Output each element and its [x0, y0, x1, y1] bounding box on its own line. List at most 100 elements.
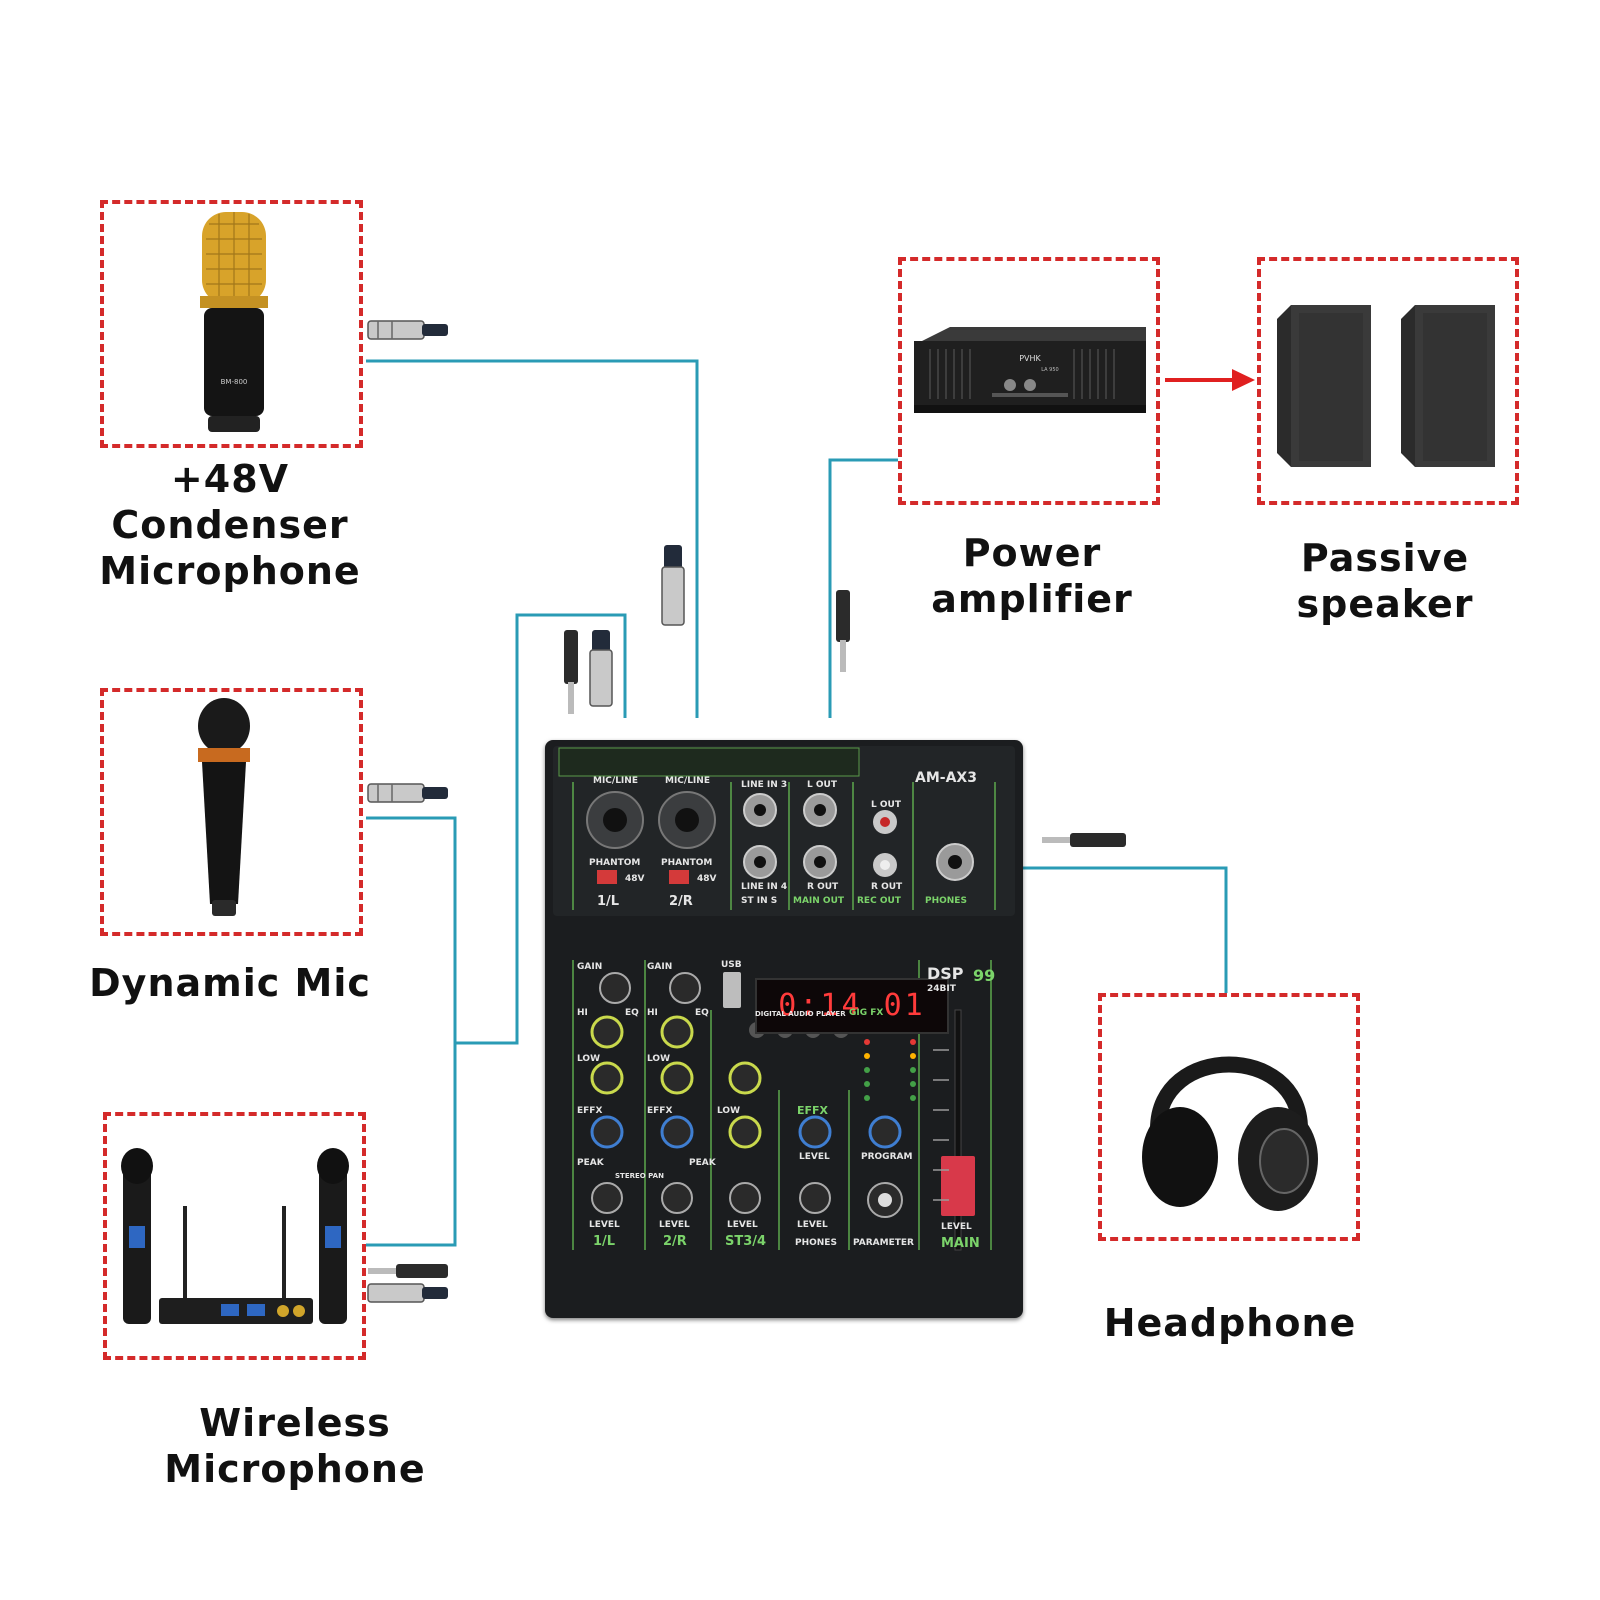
condenser-mic-label-3: Microphone	[99, 549, 361, 593]
level-label-3: LEVEL	[727, 1220, 758, 1230]
jack-connector-amp	[836, 590, 850, 672]
wire-mixer-branch	[455, 613, 627, 1045]
low-label-2: LOW	[647, 1054, 670, 1064]
low-label-3: LOW	[717, 1106, 740, 1116]
xlr-connector-dynamic	[367, 783, 448, 803]
rec-out-label: REC OUT	[857, 896, 901, 906]
main-out-label: MAIN OUT	[793, 896, 845, 906]
rec-l-out-label: L OUT	[871, 800, 901, 810]
mixer-model: AM-AX3	[915, 770, 977, 786]
amp-model: LA 950	[1041, 367, 1058, 373]
program-label: PROGRAM	[861, 1152, 913, 1162]
line-in-3-label: LINE IN 3	[741, 780, 788, 790]
wire-dynamic-mic	[366, 816, 457, 1247]
power-amplifier-box: PVHK LA 950	[898, 257, 1160, 505]
jack-connector-headphone	[1042, 833, 1126, 847]
xlr-combo-jack-2	[658, 791, 716, 849]
headphone-image	[1142, 1056, 1318, 1211]
ch2-label: 2/R	[663, 1234, 687, 1249]
line-in-4-label: LINE IN 4	[741, 882, 788, 892]
phones-label: PHONES	[925, 896, 967, 906]
condenser-mic-box: BM-800	[100, 200, 363, 448]
condenser-mic-image: BM-800	[200, 212, 268, 432]
gain-label-2: GAIN	[647, 962, 673, 972]
phantom-label-2: PHANTOM	[661, 858, 713, 868]
effx-label-3: EFFX	[797, 1104, 829, 1117]
bit-depth-label: 24BIT	[927, 984, 956, 994]
parameter-label: PARAMETER	[853, 1238, 914, 1248]
rec-r-out-label: R OUT	[871, 882, 903, 892]
passive-speaker-image	[1277, 305, 1495, 467]
level-label-1: LEVEL	[589, 1220, 620, 1230]
condenser-mic-caption: +48V Condenser Microphone	[95, 456, 365, 594]
wire-condenser-mic	[366, 359, 699, 718]
st34-label: ST3/4	[725, 1234, 767, 1249]
jack-connector-vertical-1	[564, 630, 578, 714]
passive-speaker-box	[1257, 257, 1519, 505]
headphone-box	[1098, 993, 1360, 1241]
xlr-connector-vertical	[661, 545, 685, 626]
phantom-label-1: PHANTOM	[589, 858, 641, 868]
dynamic-mic-box	[100, 688, 363, 936]
wire-power-amp	[828, 458, 898, 718]
mixer-knobs	[590, 972, 903, 1218]
gig-fx-label: GIG FX	[849, 1008, 884, 1018]
wireless-mic-caption: Wireless Microphone	[164, 1401, 426, 1491]
xlr-connector-vertical-2	[589, 630, 613, 707]
peak-label-2: PEAK	[689, 1158, 716, 1168]
dynamic-mic-image	[198, 698, 250, 916]
amp-brand: PVHK	[1019, 354, 1041, 363]
dynamic-mic-caption: Dynamic Mic	[89, 961, 371, 1005]
lcd-display: 0:14 01	[755, 978, 949, 1034]
xlr-connector-wireless	[367, 1283, 448, 1303]
xlr-connector-condenser	[367, 320, 448, 340]
usb-label: USB	[721, 960, 742, 970]
wire-headphone	[980, 866, 1228, 993]
wireless-mic-image	[121, 1148, 349, 1324]
effx-label-1: EFFX	[577, 1106, 603, 1116]
dsp-number: 99	[973, 966, 996, 985]
mic-line-label-1: MIC/LINE	[593, 776, 638, 786]
gain-label-1: GAIN	[577, 962, 603, 972]
level-label-4: LEVEL	[797, 1220, 828, 1230]
power-amplifier-caption: Power amplifier	[931, 531, 1133, 621]
phones-level-label: PHONES	[795, 1238, 837, 1248]
stereo-pan-label: STEREO PAN	[615, 1172, 664, 1180]
condenser-mic-label-2: Condenser	[111, 503, 349, 547]
digital-audio-player-label: DIGITAL AUDIO PLAYER	[755, 1010, 846, 1018]
peak-label-1: PEAK	[577, 1158, 604, 1168]
eq-label-1: EQ	[625, 1008, 639, 1018]
arrow-amp-to-speaker	[1165, 369, 1255, 391]
mic-line-label-2: MIC/LINE	[665, 776, 710, 786]
input-2-label: 2/R	[669, 894, 693, 909]
ch1-label: 1/L	[593, 1234, 616, 1249]
input-1-label: 1/L	[597, 894, 620, 909]
level-label-5: LEVEL	[799, 1152, 830, 1162]
mixer-console: AM-AX3 MIC/LINE MIC/LINE PHANTOM PHANTOM…	[545, 740, 1023, 1318]
mixer-panel-graphics	[553, 746, 1015, 1251]
jack-connector-wireless	[368, 1264, 448, 1278]
power-amplifier-image: PVHK LA 950	[914, 327, 1146, 413]
low-label-1: LOW	[577, 1054, 600, 1064]
wireless-mic-box	[103, 1112, 366, 1360]
main-label: MAIN	[941, 1236, 980, 1251]
xlr-combo-jack-1	[586, 791, 644, 849]
hi-label-2: HI	[647, 1008, 658, 1018]
condenser-mic-badge: BM-800	[221, 378, 248, 386]
effx-label-2: EFFX	[647, 1106, 673, 1116]
passive-speaker-caption: Passive speaker	[1296, 536, 1474, 626]
v48-label-2: 48V	[697, 874, 717, 884]
level-label-2: LEVEL	[659, 1220, 690, 1230]
r-out-label: R OUT	[807, 882, 839, 892]
hi-label-1: HI	[577, 1008, 588, 1018]
l-out-label: L OUT	[807, 780, 837, 790]
headphone-caption: Headphone	[1103, 1301, 1357, 1345]
condenser-mic-label-1: +48V	[170, 457, 290, 501]
dsp-label: DSP	[927, 964, 964, 983]
eq-label-2: EQ	[695, 1008, 709, 1018]
st-in-label: ST IN S	[741, 896, 778, 906]
v48-label-1: 48V	[625, 874, 645, 884]
level-label-main: LEVEL	[941, 1222, 972, 1232]
